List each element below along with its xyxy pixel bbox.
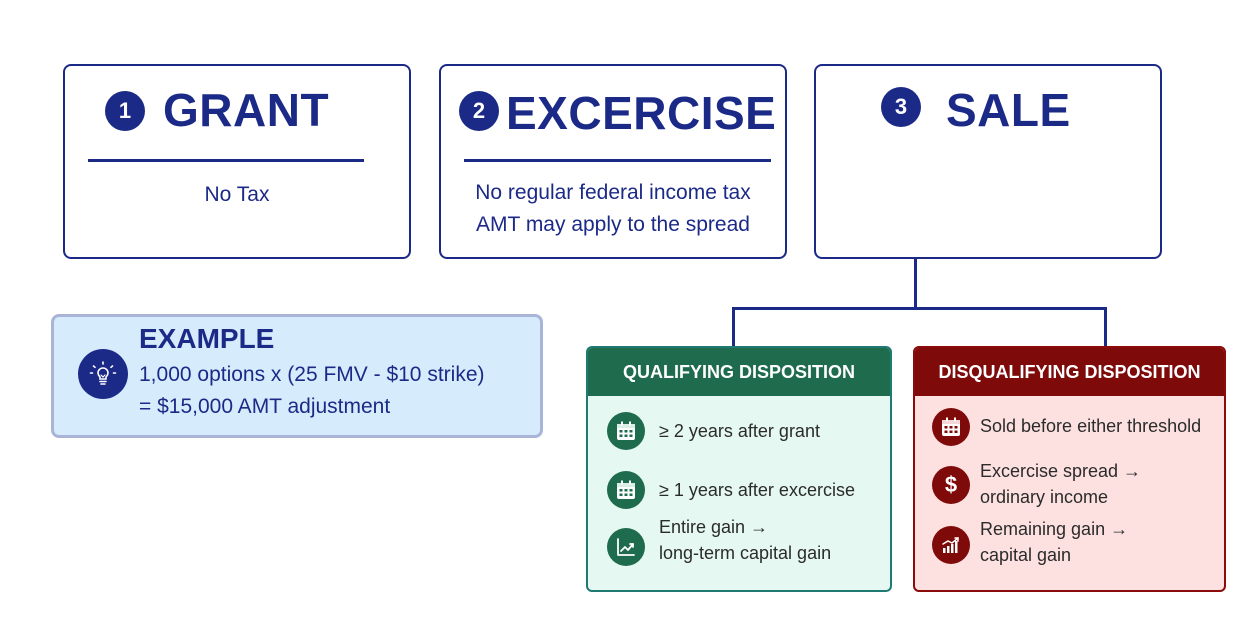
step-description: AMT may apply to the spread xyxy=(476,213,750,236)
item-text: ≥ 1 years after excercise xyxy=(659,480,855,500)
calendar-icon xyxy=(607,471,645,509)
step-number-badge: 3 xyxy=(881,87,921,127)
item-text: long-term capital gain xyxy=(659,543,832,563)
step-title: EXCERCISE xyxy=(506,87,777,139)
qualifying-header: QUALIFYING DISPOSITION xyxy=(588,348,890,396)
example-callout: EXAMPLE 1,000 options x (25 FMV - $10 st… xyxy=(51,314,543,438)
item-text: capital gain xyxy=(980,545,1072,565)
connector-line xyxy=(732,307,735,347)
connector-line xyxy=(732,307,1107,310)
step-title: SALE xyxy=(946,84,1071,136)
step-divider xyxy=(88,159,364,162)
item-text: Remaining gain → xyxy=(980,519,1129,539)
calendar-icon xyxy=(932,408,970,446)
example-result: = $15,000 AMT adjustment xyxy=(139,395,391,418)
step-grant-box: 1 GRANT No Tax xyxy=(63,64,411,259)
qualifying-disposition-panel: QUALIFYING DISPOSITION ≥ 2 years after g… xyxy=(586,346,892,592)
bar-chart-icon xyxy=(932,526,970,564)
disqualifying-header: DISQUALIFYING DISPOSITION xyxy=(915,348,1224,396)
step-sale-box: 3 SALE xyxy=(814,64,1162,259)
step-description: No regular federal income tax xyxy=(475,181,751,204)
dollar-icon: $ xyxy=(932,466,970,504)
connector-line xyxy=(914,259,917,309)
item-text: Excercise spread → xyxy=(980,461,1142,481)
item-text: ≥ 2 years after grant xyxy=(659,421,820,441)
step-divider xyxy=(464,159,771,162)
step-number-badge: 1 xyxy=(105,91,145,131)
step-title: GRANT xyxy=(163,84,330,136)
example-formula: 1,000 options x (25 FMV - $10 strike) xyxy=(139,363,485,386)
step-exercise-box: 2 EXCERCISE No regular federal income ta… xyxy=(439,64,787,259)
trend-chart-icon xyxy=(607,528,645,566)
disqualifying-disposition-panel: DISQUALIFYING DISPOSITION Sold before ei… xyxy=(913,346,1226,592)
step-description: No Tax xyxy=(204,183,270,206)
connector-line xyxy=(1104,307,1107,347)
item-text: Sold before either threshold xyxy=(980,416,1202,436)
item-text: Entire gain → xyxy=(659,517,769,537)
lightbulb-icon xyxy=(78,349,128,399)
item-text: ordinary income xyxy=(980,487,1109,507)
step-number-badge: 2 xyxy=(459,91,499,131)
calendar-icon xyxy=(607,412,645,450)
example-title: EXAMPLE xyxy=(139,323,275,354)
